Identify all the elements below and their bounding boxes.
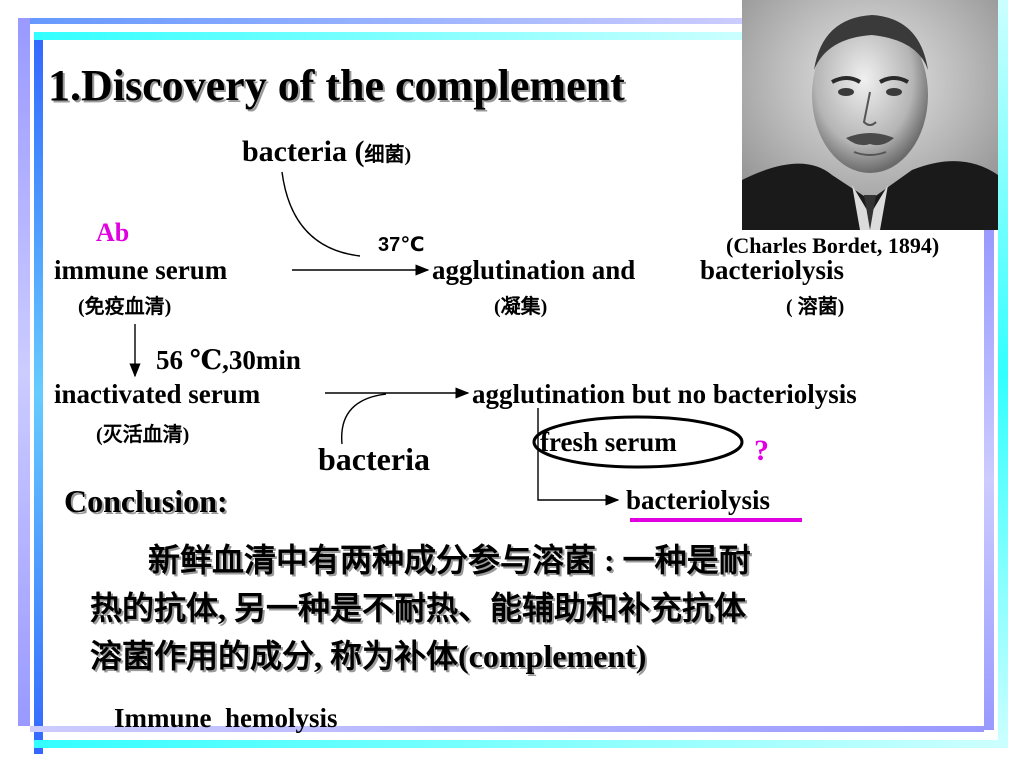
conclusion-line-1: 新鲜血清中有两种成分参与溶菌 : 一种是耐 xyxy=(148,542,751,578)
portrait-photo xyxy=(742,0,998,230)
frame-bar-bottom-lavender xyxy=(30,726,984,732)
page-title: 1.Discovery of the complement xyxy=(48,61,625,110)
bacteria-mid-label: bacteria xyxy=(318,441,430,477)
frame-bar-left-inner xyxy=(34,32,43,754)
bacteria-top-close: ) xyxy=(404,144,412,166)
heat-inactivation-label: 56 ℃,30min xyxy=(156,345,301,375)
conclusion-heading: Conclusion: xyxy=(64,483,228,519)
curve-bacteria-to-arrow xyxy=(281,171,361,257)
agglutination-cn: (凝集) xyxy=(494,296,548,318)
inactivated-serum-cn: (灭活血清) xyxy=(96,424,190,446)
frame-bar-top-cyan xyxy=(34,32,745,40)
frame-bar-right-lavender xyxy=(984,230,994,730)
inactivated-serum-label: inactivated serum xyxy=(54,379,261,409)
bacteriolysis-label-2: bacteriolysis xyxy=(626,485,770,515)
bacteriolysis-label-1: bacteriolysis xyxy=(700,255,844,285)
line-fresh-serum-branch xyxy=(537,408,620,506)
footer-immune-hemolysis: Immune hemolysis xyxy=(114,703,338,733)
frame-bar-left-outer xyxy=(18,18,30,726)
ab-label: Ab xyxy=(96,218,130,247)
fresh-serum-circle xyxy=(532,415,744,469)
bacteria-top-label: bacteria (细菌) xyxy=(242,134,411,173)
temperature-label: 37℃ xyxy=(378,234,425,256)
frame-bar-bottom-cyan xyxy=(34,740,998,748)
bacteria-top-cn: 细菌 xyxy=(364,144,405,166)
immune-serum-label: immune serum xyxy=(54,255,228,285)
question-mark: ? xyxy=(754,434,769,467)
agglutination-and-label: agglutination and xyxy=(432,255,636,285)
fresh-serum-label: fresh serum xyxy=(540,427,677,457)
agglutination-no-bacteriolysis-label: agglutination but no bacteriolysis xyxy=(472,379,857,409)
frame-bar-top-blue xyxy=(30,18,745,24)
portrait-caption: (Charles Bordet, 1894) xyxy=(726,233,940,258)
immune-serum-cn: (免疫血清) xyxy=(78,296,172,318)
bacteria-top-text: bacteria ( xyxy=(242,135,365,168)
conclusion-line-3: 溶菌作用的成分, 称为补体(complement) xyxy=(90,638,647,674)
conclusion-line-2: 热的抗体, 另一种是不耐热、能辅助和补充抗体 xyxy=(90,590,747,626)
frame-bar-right-cyan xyxy=(998,0,1008,748)
curve-bacteria-to-inactivated-arrow xyxy=(341,393,387,445)
bacteriolysis-cn: ( 溶菌) xyxy=(786,296,845,318)
